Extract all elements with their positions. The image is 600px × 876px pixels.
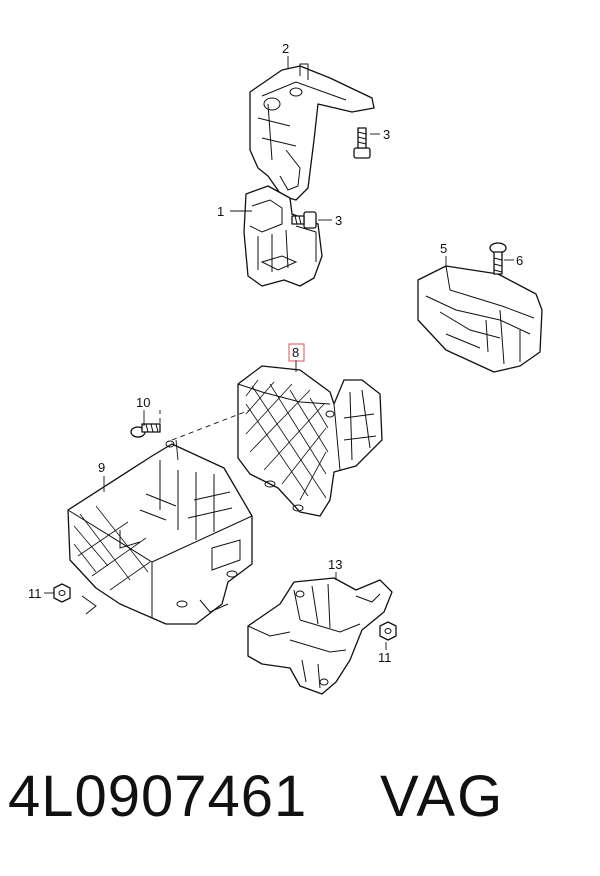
part-1-bracket <box>243 185 323 287</box>
part-2-bracket <box>249 63 375 201</box>
part-13-bracket <box>247 577 393 695</box>
callout-11-right: 11 <box>378 650 392 665</box>
part-11-nut-right <box>379 621 397 641</box>
brand-label: VAG <box>380 764 505 829</box>
callout-2: 2 <box>282 41 289 56</box>
part-6-screw <box>489 242 507 275</box>
callout-13: 13 <box>328 557 342 572</box>
callout-5: 5 <box>440 241 447 256</box>
callout-9: 9 <box>98 460 105 475</box>
part-10-screw <box>130 423 161 438</box>
callout-10: 10 <box>136 395 150 410</box>
callout-6: 6 <box>516 253 523 268</box>
callout-3-upper: 3 <box>383 127 390 142</box>
part-8-holder <box>237 365 383 517</box>
part-3-screw-upper <box>353 127 371 159</box>
part-number-label: 4L0907461 <box>8 764 308 829</box>
part-11-nut-left <box>53 583 71 603</box>
callout-8-highlight-box <box>288 343 305 362</box>
part-5-tray <box>417 265 543 373</box>
callout-11-left: 11 <box>28 586 42 601</box>
part-3-screw-lower <box>291 211 317 229</box>
callout-1: 1 <box>217 204 224 219</box>
part-9-control-unit <box>67 409 253 625</box>
callout-3-lower: 3 <box>335 213 342 228</box>
callout-8: 8 <box>292 345 299 360</box>
leader-lines <box>44 56 514 650</box>
